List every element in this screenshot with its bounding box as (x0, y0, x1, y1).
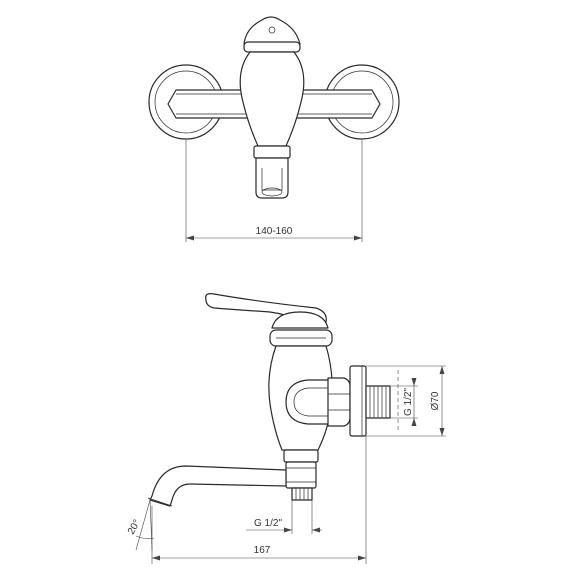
coupling-nut (327, 377, 351, 427)
width-dimension-line (186, 235, 362, 241)
inlet-thread (365, 385, 391, 419)
outlet-nozzle (255, 157, 289, 199)
outlet-thread-label: G 1/2" (254, 518, 282, 529)
outlet-thread (291, 487, 313, 501)
flange-diameter-label: Ø70 (430, 391, 441, 410)
spout (149, 465, 287, 507)
width-dimension-label: 140-160 (256, 226, 293, 237)
outlet-collar (253, 145, 291, 159)
spout-angle-construction (135, 499, 155, 551)
faucet-body (239, 51, 305, 147)
inlet-thread-label: G 1/2" (403, 388, 414, 416)
projection-dimension-line (152, 555, 366, 561)
handle-cap (243, 16, 301, 53)
side-view: 20° G 1/2" 167 G 1/2" Ø70 (126, 293, 446, 564)
projection-dimension-label: 167 (254, 545, 271, 556)
wall-flange (349, 365, 367, 437)
front-view: 140-160 (148, 16, 400, 242)
